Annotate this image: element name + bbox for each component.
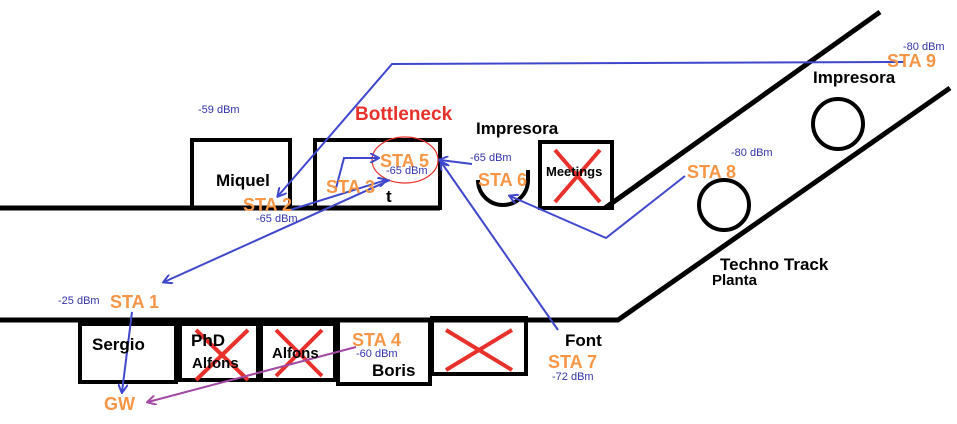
station-gw: GW — [104, 394, 135, 414]
printer-circle-mid — [697, 178, 751, 232]
wireless-links — [122, 61, 906, 392]
station-sta7: STA 7 — [548, 352, 597, 372]
font-label: Font — [565, 331, 602, 350]
station-sta5: STA 5 — [380, 151, 429, 171]
room-label-boris: Boris — [372, 361, 415, 380]
unavailable-crosses — [194, 148, 602, 382]
station-sta9: STA 9 — [887, 51, 936, 71]
bottleneck-label: Bottleneck — [355, 104, 453, 125]
dbm-sta4: -60 dBm — [356, 348, 398, 360]
station-sta3: STA 3 — [326, 177, 375, 197]
link-sta4-gw — [148, 346, 357, 402]
room-phd-alfons — [178, 322, 260, 382]
cross-meetings — [553, 148, 602, 204]
room-partial — [313, 138, 442, 210]
planta-label: Planta — [712, 272, 758, 289]
printer-label-right: Impresora — [813, 68, 896, 87]
dbm-sta9: -80 dBm — [903, 41, 945, 53]
room-label-partial: t — [386, 187, 392, 206]
dbm-sta8: -80 dBm — [731, 147, 773, 159]
room-sergio — [78, 322, 178, 384]
printer-label-left: Impresora — [476, 119, 559, 138]
station-sta1: STA 1 — [110, 292, 159, 312]
station-sta4: STA 4 — [352, 330, 401, 350]
printer-circle-left — [476, 170, 530, 207]
link-sta3-sta5 — [334, 158, 378, 193]
dbm-sta7: -72 dBm — [552, 371, 594, 383]
link-sta5-sta1 — [164, 179, 391, 282]
dbm-sta6: -65 dBm — [470, 152, 512, 164]
cross-phd-alfons — [194, 328, 250, 382]
room-label-phd: PhD — [191, 331, 225, 350]
room-label-meetings: Meetings — [546, 164, 602, 179]
cross-alfons — [274, 328, 324, 378]
station-sta6: STA 6 — [478, 170, 527, 190]
room-empty — [430, 316, 528, 376]
room-meetings — [538, 140, 614, 210]
link-sta1-gw — [122, 311, 133, 392]
dbm-sta5: -65 dBm — [386, 165, 428, 177]
upper-rooms — [190, 97, 865, 232]
techno-track-label: Techno Track — [720, 255, 829, 274]
room-label-phd-alfons: Alfons — [192, 355, 239, 372]
link-sta6-sta5 — [440, 160, 473, 164]
link-sta7-sta5 — [441, 162, 559, 331]
room-miquel — [190, 138, 292, 206]
dbm-top-left: -59 dBm — [198, 104, 240, 116]
link-sta2-sta5 — [289, 180, 386, 211]
station-sta2: STA 2 — [243, 195, 292, 215]
printer-circle-right — [811, 97, 865, 151]
room-label-miquel: Miquel — [216, 171, 270, 190]
cross-empty-room — [444, 328, 514, 372]
link-sta9-sta2 — [278, 61, 906, 196]
upper-wall-right — [603, 9, 882, 211]
lower-wall — [0, 85, 952, 323]
room-label-alfons: Alfons — [272, 345, 319, 362]
room-label-sergio: Sergio — [92, 335, 145, 354]
link-sta8-sta6 — [510, 175, 686, 240]
dbm-sta1: -25 dBm — [58, 295, 100, 307]
dbm-sta2: -65 dBm — [256, 213, 298, 225]
station-sta8: STA 8 — [687, 162, 736, 182]
